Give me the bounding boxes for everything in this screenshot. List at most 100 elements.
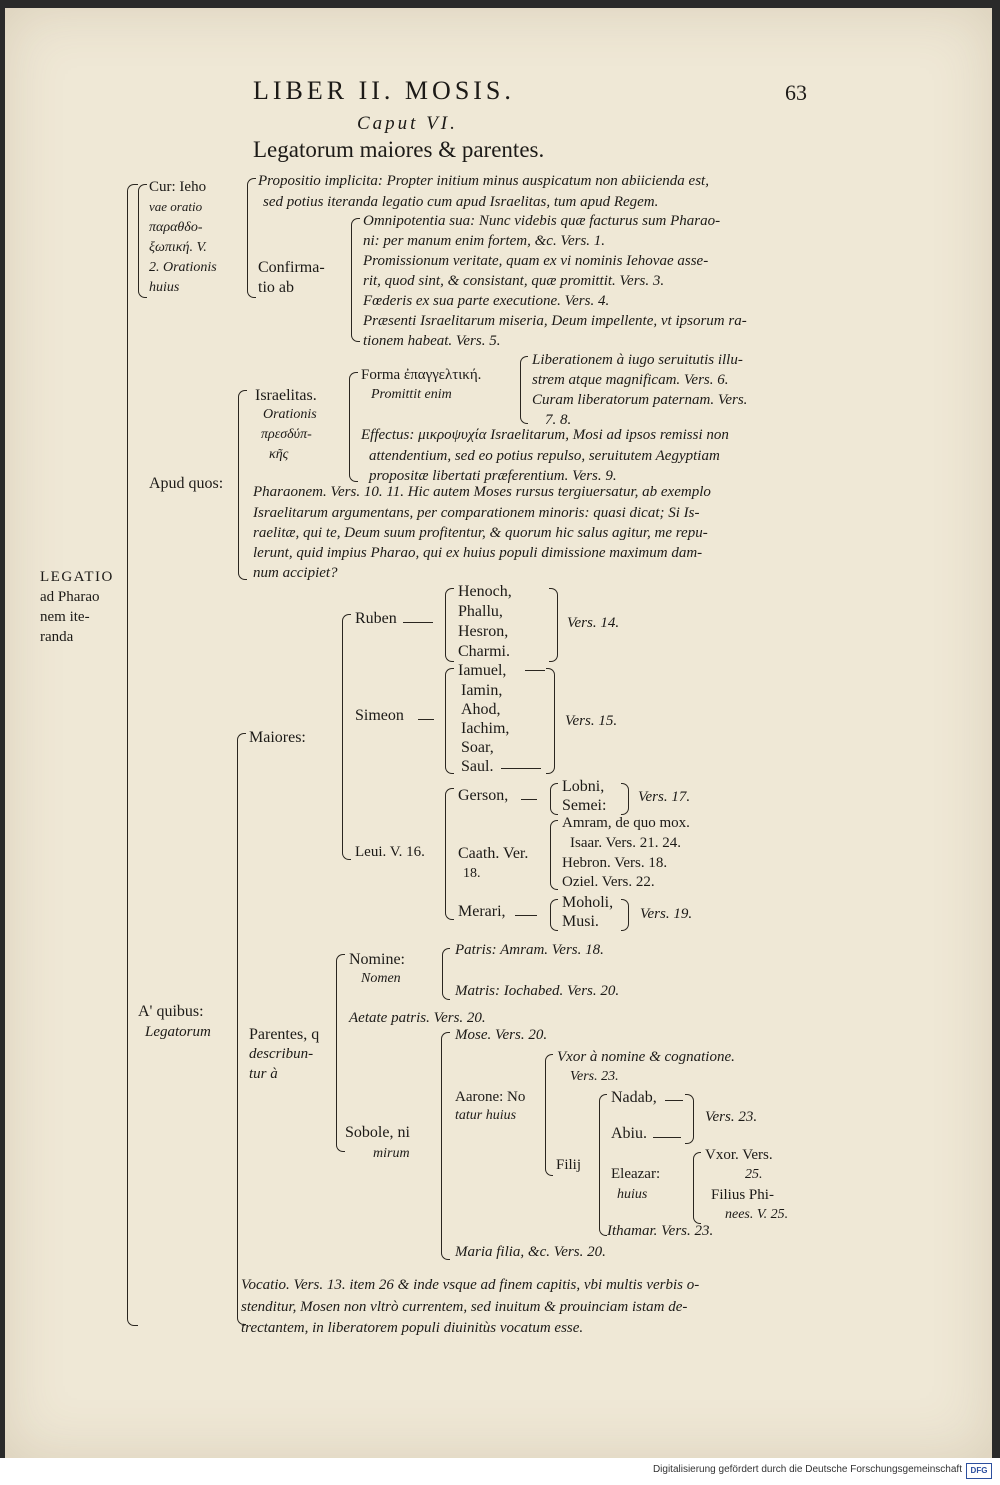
aarone-label: tatur huius [455,1108,517,1123]
root-line: Legatio [40,569,114,585]
forma-item: Curam liberatorum paternam. Vers. [532,392,748,408]
page-number: 63 [785,80,807,105]
gerson-close-brace [621,783,629,815]
ruben-close-brace [549,588,558,662]
simeon-ref: Vers. 15. [565,713,618,729]
simeon-son: Iamuel, [458,662,507,679]
merari-son: Moholi, [562,894,614,911]
pharaonem-line: num accipiet? [253,565,338,581]
root-line: randa [40,629,74,645]
caath-name: Caath. Ver. [458,845,529,862]
caath-name: 18. [463,866,481,881]
caath-brace [550,820,558,890]
caath-son: Isaar. Vers. 21. 24. [570,835,681,851]
eleazar-label: huius [617,1187,648,1202]
confirmatio-line: tionem habeat. Vers. 5. [363,333,501,349]
confirmatio-brace [351,218,360,342]
aaron-vxor: Vers. 23. [570,1069,619,1084]
effectus-line: Effectus: μικροψυχία Israelitarum, Mosi … [361,427,729,443]
merari-name: Merari, [458,903,506,920]
confirmatio-line: Omnipotentia sua: Nunc videbis quæ factu… [363,213,721,229]
book-page: LIBER II. MOSIS. 63 Caput VI. Legatorum … [5,8,992,1458]
maiores-label: Maiores: [249,729,306,746]
nadab-close-brace [685,1094,694,1144]
israelitas-label: Orationis [263,407,317,422]
cur-label-line: huius [149,280,180,295]
israelitas-label: Israelitas. [255,387,317,404]
forma-item: 7. 8. [545,412,572,428]
leui-brace [445,788,454,920]
simeon-son: Saul. [461,758,494,775]
forma-item: Liberationem à iugo seruitutis illu- [532,352,743,368]
merari-brace [550,899,558,931]
caath-son: Oziel. Vers. 22. [562,874,655,890]
leui-name: Leui. V. 16. [355,844,425,860]
connector-line [403,622,433,623]
simeon-son: Ahod, [461,701,501,718]
cur-label-line: ξωπική. V. [149,240,207,255]
eleazar-label: Eleazar: [611,1166,661,1182]
simeon-son: Iamin, [461,682,503,699]
ruben-son: Charmi. [458,643,510,660]
patris-line: Patris: Amram. Vers. 18. [455,942,604,958]
confirmatio-line: rit, quod sint, & consistant, quæ promit… [363,273,665,289]
pharaonem-line: Israelitarum argumentans, per comparatio… [253,505,700,521]
gerson-son: Semei: [562,797,607,814]
caath-son: Hebron. Vers. 18. [562,855,668,871]
nadab: Nadab, [611,1089,657,1106]
filij-brace [599,1094,607,1236]
forma-label: Promittit enim [371,387,452,402]
page-title: Legatorum maiores & parentes. [253,137,545,162]
running-title: LIBER II. MOSIS. [253,76,515,105]
simeon-son: Soar, [461,739,494,756]
aarone-brace [545,1054,553,1176]
sobole-label: mirum [373,1146,410,1161]
sobole-brace [441,1032,450,1260]
nomine-brace [442,948,450,1000]
connector-line [418,719,434,720]
gerson-ref: Vers. 17. [638,789,691,805]
vocatio-line: Vocatio. Vers. 13. item 26 & inde vsque … [241,1277,700,1293]
ithamar: Ithamar. Vers. 23. [607,1223,714,1239]
israelitas-label: πρεσδύπ- [261,427,312,442]
abiu: Abiu. [611,1125,647,1142]
root-line: ad Pharao [40,589,100,605]
parentes-brace [336,954,345,1152]
maria-line: Maria filia, &c. Vers. 20. [455,1244,606,1260]
connector-line [653,1137,681,1138]
propositio-line: sed potius iteranda legatio cum apud Isr… [263,194,659,210]
gerson-son: Lobni, [562,778,605,795]
aaron-vxor: Vxor à nomine & cognatione. [557,1049,735,1065]
cur-label-line: vae oratio [149,199,203,214]
aquibus-brace [237,733,246,1325]
connector-line [515,915,537,916]
aetate-line: Aetate patris. Vers. 20. [349,1010,486,1026]
cur-label-line: 2. Orationis [149,260,217,275]
apud-label: Apud quos: [149,475,224,492]
connector-line [521,799,537,800]
sobole-label: Sobole, ni [345,1124,410,1141]
merari-close-brace [621,899,629,931]
confirmatio-label: Confirma- [258,259,325,276]
forma-label: Forma ἐπαγγελτική. [361,367,482,383]
ruben-name: Ruben [355,610,397,627]
forma-item: strem atque magnificam. Vers. 6. [532,372,729,388]
effectus-line: attendentium, sed eo potius repulso, ser… [369,448,720,464]
vocatio-line: stenditur, Mosen non vltrò currentem, se… [241,1299,688,1315]
footer-bar: Digitalisierung gefördert durch die Deut… [0,1458,1000,1485]
parentes-label: tur à [249,1066,278,1082]
dfg-logo-icon[interactable]: DFG [966,1463,992,1479]
main-brace [127,184,138,1326]
parentes-label: describun- [249,1046,314,1062]
root-line: nem ite- [40,609,90,625]
matris-line: Matris: Iochabed. Vers. 20. [455,983,620,999]
pharaonem-line: raelitæ, qui te, Deum suum profitentur, … [253,525,708,541]
vocatio-line: trectantem, in liberatorem populi diuini… [241,1320,584,1336]
eleazar-item: Filius Phi- [711,1187,774,1203]
ruben-son: Phallu, [458,603,503,620]
ruben-son: Henoch, [458,583,512,600]
effectus-line: propositæ libertati præferentium. Vers. … [369,468,617,484]
cur-label-line: Cur: Ieho [149,179,207,195]
ruben-ref: Vers. 14. [567,615,620,631]
cur-sub-brace [247,178,256,298]
